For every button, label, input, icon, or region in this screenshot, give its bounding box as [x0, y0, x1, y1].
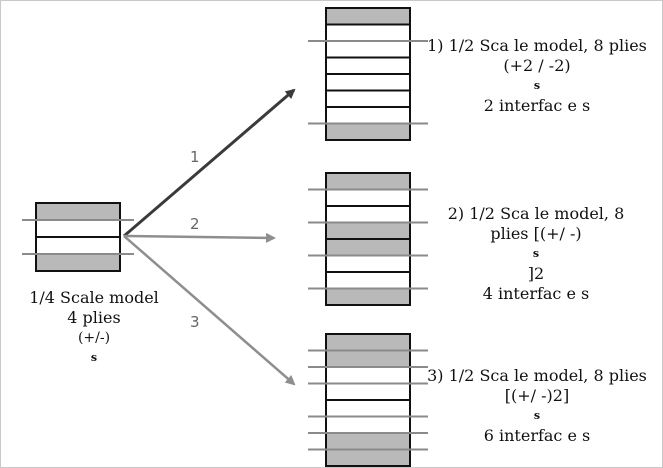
model-2-ply-8: [325, 287, 411, 306]
model-2-interfaces: 4 interfac e s: [482, 284, 590, 303]
model-3-layup: [(+/ -)2]s: [504, 386, 570, 422]
model-2-ply-3: [325, 205, 411, 224]
model-1-ply-3: [325, 40, 411, 59]
model-3-ply-7: [325, 432, 411, 451]
model-2-ply-1: [325, 172, 411, 191]
arrow-label-1: 1: [190, 148, 200, 166]
model-3-label: 3) 1/2 Sca le model, 8 plies [(+/ -)2]s …: [412, 366, 662, 446]
arrow-1: [123, 88, 296, 238]
quarter-model-ply-2: [35, 219, 121, 238]
model-1-ply-5: [325, 73, 411, 92]
model-2-label: 2) 1/2 Sca le model, 8 plies [(+/ -)s]2 …: [420, 204, 652, 304]
quarter-model-layup: (+/-)s: [77, 330, 111, 364]
model-1-ply-6: [325, 89, 411, 108]
model-2-title: 2) 1/2 Sca le model, 8: [447, 204, 625, 223]
arrow-label-2: 2: [190, 215, 200, 233]
model-1-ply-1: [325, 7, 411, 26]
quarter-model-title: 1/4 Scale model: [29, 288, 159, 307]
model-2-ply-6: [325, 254, 411, 273]
model-2-ply-7: [325, 271, 411, 290]
model-1-ply-7: [325, 106, 411, 125]
model-3-ply-5: [325, 399, 411, 418]
model-3-ply-4: [325, 382, 411, 401]
arrow-3: [123, 235, 296, 386]
model-3-interfaces: 6 interfac e s: [483, 426, 591, 445]
quarter-model-ply-4: [35, 253, 121, 272]
model-1-ply-4: [325, 56, 411, 75]
quarter-model-ply-3: [35, 236, 121, 255]
model-3-ply-1: [325, 333, 411, 352]
model-1-interfaces: 2 interfac e s: [483, 96, 591, 115]
quarter-model-label: 1/4 Scale model 4 plies (+/-)s: [18, 288, 170, 368]
model-2-ply-4: [325, 221, 411, 240]
model-1-label: 1) 1/2 Sca le model, 8 plies (+2 / -2)s …: [412, 36, 662, 116]
model-1-title: 1) 1/2 Sca le model, 8 plies: [427, 36, 647, 55]
model-2-ply-2: [325, 188, 411, 207]
model-1-layup: (+2 / -2)s: [503, 56, 571, 92]
model-1-ply-2: [325, 23, 411, 42]
arrow-2: [123, 232, 276, 243]
model-3-title: 3) 1/2 Sca le model, 8 plies: [427, 366, 647, 385]
model-3-ply-3: [325, 366, 411, 385]
model-3-ply-2: [325, 349, 411, 368]
quarter-model-ply-1: [35, 202, 121, 221]
model-3-ply-6: [325, 415, 411, 434]
model-2-ply-5: [325, 238, 411, 257]
arrow-label-3: 3: [190, 313, 200, 331]
quarter-model-plies: 4 plies: [67, 308, 121, 327]
model-2-layup: plies [(+/ -)s]2: [490, 224, 582, 283]
model-3-ply-8: [325, 448, 411, 467]
model-1-ply-8: [325, 122, 411, 141]
